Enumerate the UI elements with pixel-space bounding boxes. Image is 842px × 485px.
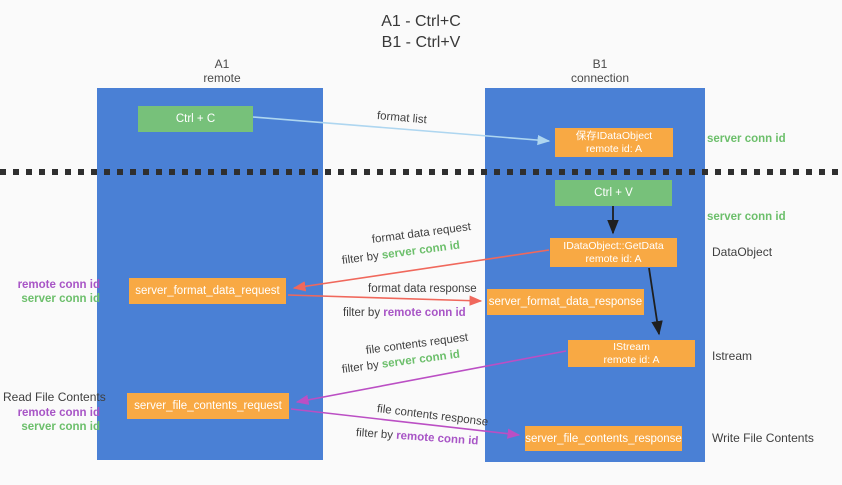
diagram-title: A1 - Ctrl+C B1 - Ctrl+V (0, 11, 842, 53)
lifeline-b-role: connection (570, 71, 630, 85)
ctrl-c-label: Ctrl + C (175, 113, 216, 125)
format-data-response-filter-label: filter by remote conn id (343, 307, 466, 319)
lifeline-a-role: remote (203, 71, 241, 85)
server-format-data-request-label: server_format_data_request (135, 285, 280, 297)
save-dataobject-box: 保存IDataObject remote id: A (555, 128, 673, 157)
dataobject-annotation: DataObject (712, 245, 773, 259)
remote-conn-id-annotation: remote conn id (17, 279, 100, 291)
format-data-request-filter-label: filter by server conn id (341, 240, 460, 267)
ctrl-c-action-box: Ctrl + C (138, 106, 253, 132)
file-contents-response-label: file contents response (376, 403, 489, 429)
filter-by-prefix: filter by (341, 358, 383, 376)
getdata-line2: remote id: A (585, 252, 642, 265)
read-file-contents-annotation: Read File Contents (3, 390, 106, 404)
save-dataobject-line2: remote id: A (585, 142, 643, 155)
filter-by-prefix: filter by (355, 427, 397, 442)
server-conn-id-annotation-2: server conn id (707, 211, 786, 223)
phase-separator-dashed-line (0, 169, 842, 175)
server-file-contents-response-box: server_file_contents_response (525, 426, 682, 451)
istream-line1: IStream (613, 340, 650, 353)
getdata-box: IDataObject::GetData remote id: A (550, 238, 677, 267)
server-file-contents-response-label: server_file_contents_response (525, 432, 682, 445)
istream-line2: remote id: A (603, 353, 660, 366)
lifeline-header-a: A1 remote (147, 57, 297, 85)
ctrl-v-label: Ctrl + V (594, 187, 633, 199)
format-list-label: format list (376, 110, 428, 127)
remote-conn-id-value: remote conn id (395, 429, 479, 448)
save-dataobject-line1: 保存IDataObject (575, 129, 653, 142)
title-line-2: B1 - Ctrl+V (381, 34, 461, 51)
server-conn-id-annotation-1: server conn id (707, 133, 786, 145)
write-file-contents-annotation: Write File Contents (712, 431, 814, 445)
remote-conn-id-value: remote conn id (383, 307, 466, 319)
remote-conn-id-annotation: remote conn id (17, 407, 100, 419)
format-data-response-label: format data response (368, 283, 477, 295)
server-file-contents-request-label: server_file_contents_request (134, 400, 282, 412)
file-contents-response-filter-label: filter by remote conn id (356, 427, 479, 448)
left-conn-id-group-2: remote conn id server conn id (0, 406, 100, 434)
server-conn-id-annotation: server conn id (21, 421, 100, 433)
istream-box: IStream remote id: A (568, 340, 695, 367)
filter-by-prefix: filter by (343, 307, 384, 319)
lifeline-header-b: B1 connection (525, 57, 675, 85)
getdata-line1: IDataObject::GetData (563, 239, 664, 252)
title-line-1: A1 - Ctrl+C (381, 13, 461, 30)
server-file-contents-request-box: server_file_contents_request (127, 393, 289, 419)
filter-by-prefix: filter by (341, 249, 383, 267)
file-contents-request-filter-label: filter by server conn id (341, 349, 460, 376)
server-conn-id-annotation: server conn id (21, 293, 100, 305)
server-format-data-request-box: server_format_data_request (129, 278, 286, 304)
ctrl-v-action-box: Ctrl + V (555, 180, 672, 206)
server-format-data-response-label: server_format_data_response (488, 296, 643, 308)
left-conn-id-group-1: remote conn id server conn id (0, 278, 100, 306)
lifeline-a-name: A1 (214, 57, 230, 71)
istream-annotation: Istream (712, 349, 753, 363)
server-format-data-response-box: server_format_data_response (487, 289, 644, 315)
lifeline-b-name: B1 (592, 57, 608, 71)
